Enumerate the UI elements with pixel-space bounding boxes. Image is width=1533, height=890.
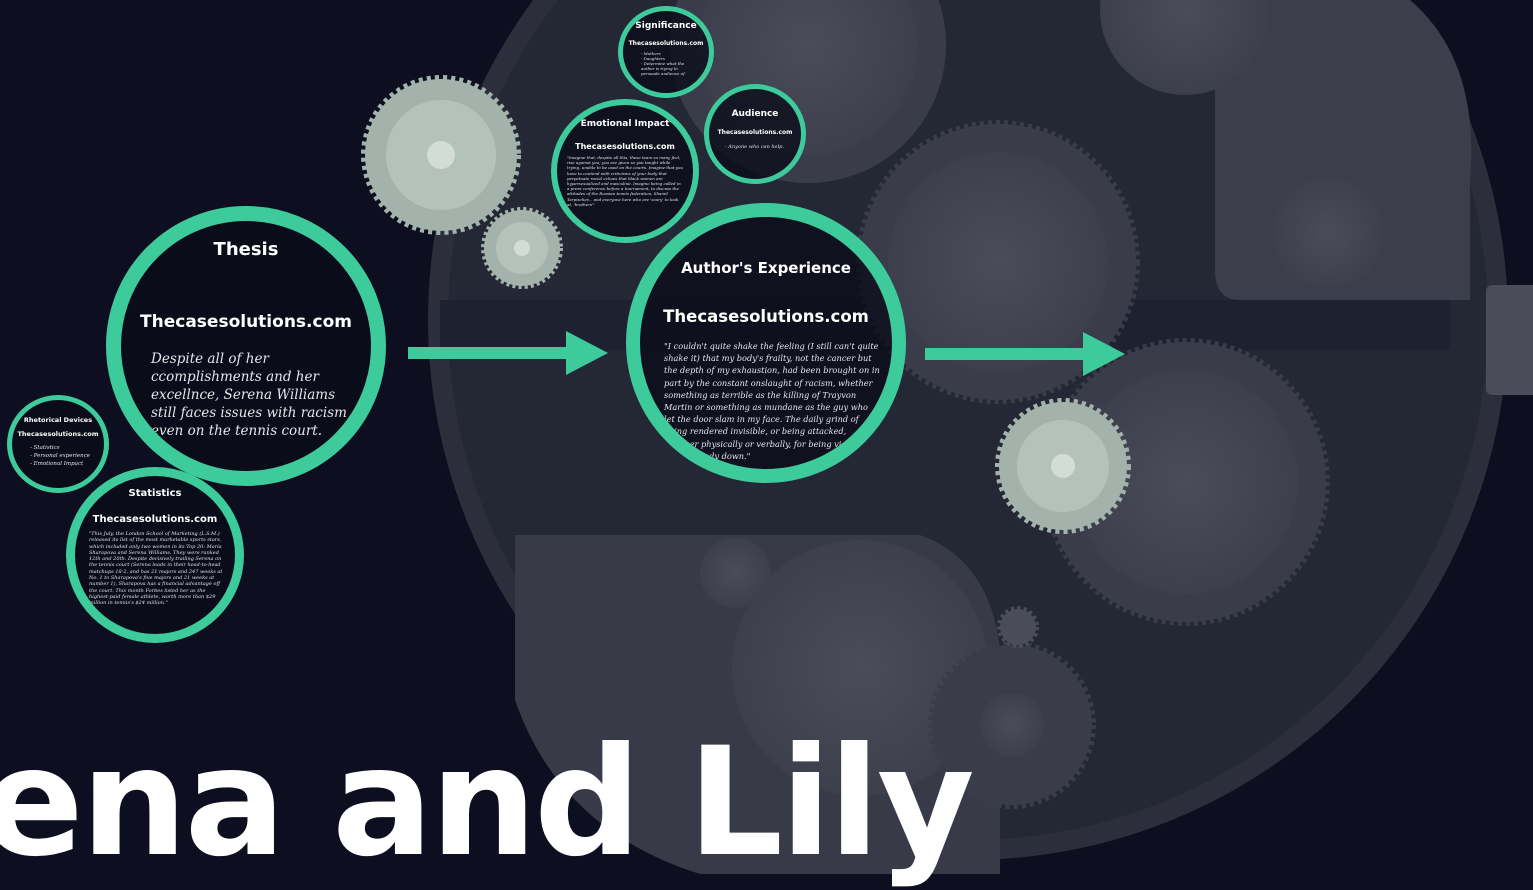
list-item: Daughters <box>641 56 697 61</box>
thesis-site: Thecasesolutions.com <box>140 312 352 332</box>
gear-plate-mid <box>1272 177 1384 289</box>
list-item: Anyone who can help. <box>725 144 793 150</box>
rhetorical-devices-list: Statistics Personal experience Emotional… <box>30 444 102 468</box>
gear-light-2-hub <box>514 240 530 256</box>
audience-title: Audience <box>731 109 779 119</box>
gear-bottom-small <box>700 538 770 608</box>
rhetorical-devices-title: Rhetorical Devices <box>23 416 93 424</box>
list-item: Mothers <box>641 51 697 56</box>
gear-right-large-face <box>1074 370 1298 594</box>
list-item: Statistics <box>30 444 102 452</box>
emotional-impact-site: Thecasesolutions.com <box>575 142 675 151</box>
significance-title: Significance <box>635 21 697 31</box>
gear-plate-top <box>1100 0 1270 95</box>
gear-light-3-hub <box>1051 454 1075 478</box>
author-experience-bubble[interactable]: Author's Experience Thecasesolutions.com… <box>626 203 906 483</box>
significance-site: Thecasesolutions.com <box>628 40 704 47</box>
significance-list: Mothers Daughters Determine what the aut… <box>641 51 697 76</box>
audience-site: Thecasesolutions.com <box>717 129 793 136</box>
machine-knob <box>1486 285 1533 395</box>
thesis-text: Despite all of her ccomplishments and he… <box>151 351 347 439</box>
author-experience-site: Thecasesolutions.com <box>663 307 869 326</box>
author-experience-title: Author's Experience <box>681 259 851 277</box>
thesis-bubble[interactable]: Thesis Thecasesolutions.com Despite all … <box>106 206 386 486</box>
author-experience-quote: "I couldn't quite shake the feeling (I s… <box>664 341 880 461</box>
rhetorical-devices-site: Thecasesolutions.com <box>17 430 99 438</box>
arrow-author-to-next <box>925 332 1125 376</box>
gear-middle-face <box>888 152 1108 372</box>
presentation-title: ena and Lily <box>0 716 975 890</box>
emotional-impact-bubble[interactable]: Emotional Impact Thecasesolutions.com "I… <box>551 99 699 243</box>
emotional-impact-title: Emotional Impact <box>580 119 670 129</box>
significance-bubble[interactable]: Significance Thecasesolutions.com Mother… <box>618 6 714 98</box>
emotional-impact-quote: "Imagine that, despite all this, these t… <box>567 155 683 207</box>
statistics-title: Statistics <box>128 488 182 499</box>
gear-bottom-right-face <box>980 693 1044 757</box>
statistics-bubble[interactable]: Statistics Thecasesolutions.com "This Ju… <box>66 467 244 643</box>
gear-tiny <box>997 606 1039 648</box>
list-item: Personal experience <box>30 452 102 460</box>
gear-bottom-large <box>732 540 988 796</box>
arrow-thesis-to-author <box>408 331 608 375</box>
gear-light-1-hub <box>427 141 455 169</box>
list-item: Emotional Impact <box>30 460 102 468</box>
audience-bubble[interactable]: Audience Thecasesolutions.com Anyone who… <box>704 84 806 184</box>
audience-list: Anyone who can help. <box>725 144 793 150</box>
rhetorical-devices-bubble[interactable]: Rhetorical Devices Thecasesolutions.com … <box>7 395 109 493</box>
thesis-title: Thesis <box>213 239 279 260</box>
list-item: Determine what the author is trying to p… <box>641 61 697 76</box>
statistics-quote: "This July, the London School of Marketi… <box>89 531 223 607</box>
statistics-site: Thecasesolutions.com <box>92 514 218 525</box>
